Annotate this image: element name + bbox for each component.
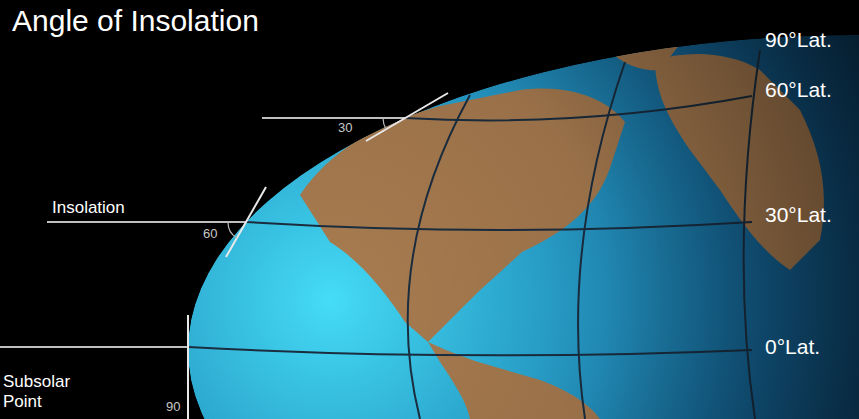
earth-globe xyxy=(188,35,859,419)
angle-value: 60 xyxy=(203,227,217,242)
angle-value: 30 xyxy=(338,121,352,136)
latitude-label: 0°Lat. xyxy=(765,335,820,359)
ray-label: Insolation xyxy=(52,198,125,218)
point-label: Subsolar Point xyxy=(3,372,87,411)
latitude-label: 60°Lat. xyxy=(765,78,832,102)
tangent-lines xyxy=(188,93,448,419)
angle-value: 90 xyxy=(166,400,180,415)
latitude-label: 90°Lat. xyxy=(765,28,832,52)
angle-arcs xyxy=(228,118,386,238)
latitude-label: 30°Lat. xyxy=(765,203,832,227)
sun-rays xyxy=(0,118,405,347)
diagram-title: Angle of Insolation xyxy=(12,4,259,39)
